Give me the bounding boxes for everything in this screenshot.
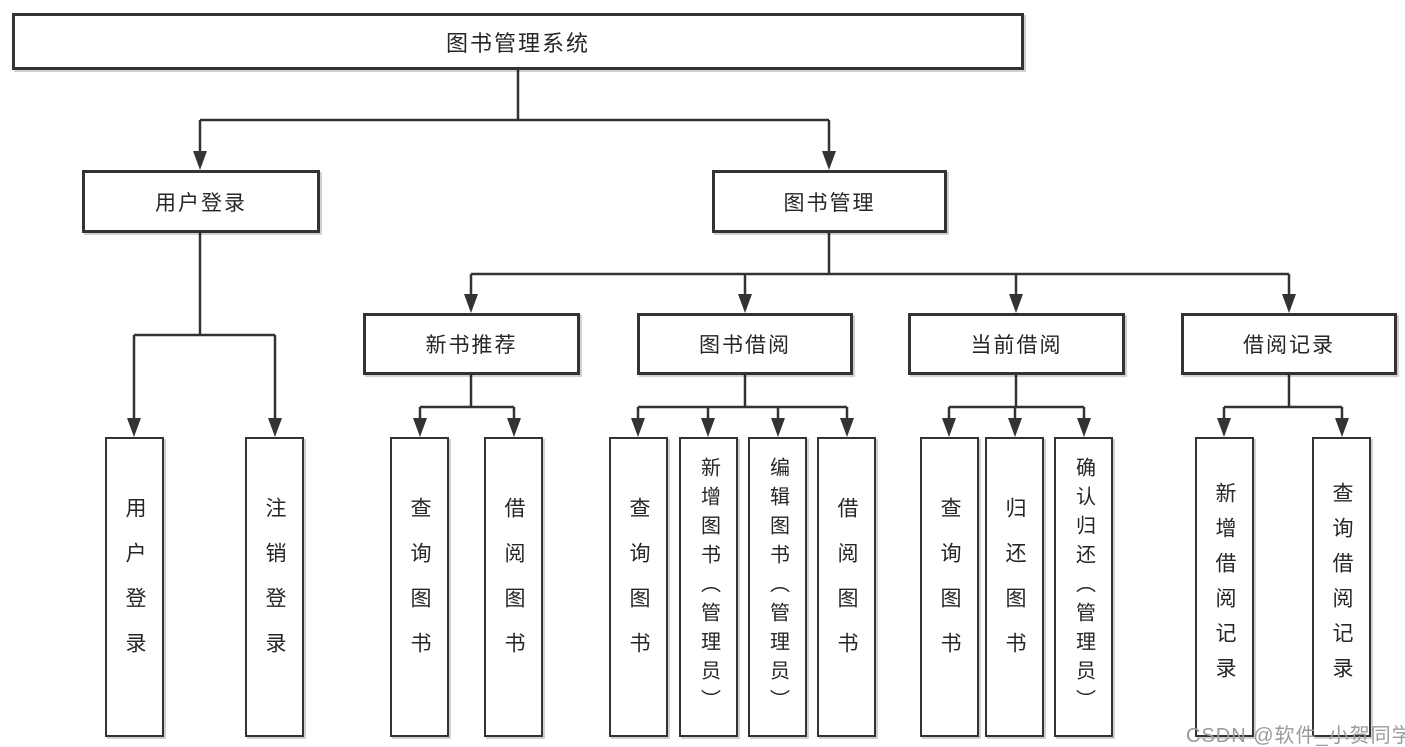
leaf-current-query-books-label: 查询图书 [938,497,961,677]
leaf-add-books-admin-label: 新增图书（管理员） [697,456,720,718]
leaf-add-borrow-record-label: 新增借阅记录 [1213,482,1236,692]
leaf-newbooks-query-books-label: 查询图书 [408,497,431,677]
leaf-return-books-label: 归还图书 [1003,497,1026,677]
node-root: 图书管理系统 [12,13,1024,70]
leaf-borrow-borrow-books: 借阅图书 [817,437,876,737]
leaf-user-login: 用户登录 [105,437,164,737]
arrowheads [127,151,1349,437]
leaf-borrow-query-books: 查询图书 [609,437,668,737]
leaf-logout-label: 注销登录 [263,497,286,677]
node-borrow-records: 借阅记录 [1181,313,1397,375]
node-book-borrow-label: 图书借阅 [699,334,791,357]
node-book-management-label: 图书管理 [783,191,876,215]
leaf-edit-books-admin-label: 编辑图书（管理员） [766,456,789,718]
leaf-borrow-query-books-label: 查询图书 [627,497,650,677]
leaf-query-borrow-record-label: 查询借阅记录 [1330,482,1353,692]
node-current-borrow-label: 当前借阅 [970,334,1063,357]
leaf-add-books-admin: 新增图书（管理员） [679,437,738,737]
leaf-logout: 注销登录 [245,437,304,737]
node-root-label: 图书管理系统 [445,30,590,56]
node-current-borrow: 当前借阅 [908,313,1125,375]
csdn-watermark: CSDN @软件_小贺同学 [1186,725,1405,747]
leaf-add-borrow-record: 新增借阅记录 [1195,437,1254,737]
leaf-return-books: 归还图书 [985,437,1044,737]
node-new-book-recommend-label: 新书推荐 [425,334,518,357]
node-borrow-records-label: 借阅记录 [1243,334,1335,357]
leaf-current-query-books: 查询图书 [920,437,979,737]
leaf-newbooks-borrow-books: 借阅图书 [484,437,543,737]
node-book-borrow: 图书借阅 [637,313,853,375]
leaf-confirm-return-admin: 确认归还（管理员） [1054,437,1113,737]
leaf-confirm-return-admin-label: 确认归还（管理员） [1072,456,1095,718]
leaf-user-login-label: 用户登录 [123,497,146,677]
leaf-query-borrow-record: 查询借阅记录 [1312,437,1371,737]
leaf-newbooks-borrow-books-label: 借阅图书 [502,497,525,677]
node-new-book-recommend: 新书推荐 [363,313,580,375]
leaf-edit-books-admin: 编辑图书（管理员） [748,437,807,737]
leaf-newbooks-query-books: 查询图书 [390,437,449,737]
leaf-borrow-borrow-books-label: 借阅图书 [835,497,858,677]
node-user-login-label: 用户登录 [155,191,247,215]
node-user-login: 用户登录 [82,170,320,233]
node-book-management: 图书管理 [712,170,947,233]
